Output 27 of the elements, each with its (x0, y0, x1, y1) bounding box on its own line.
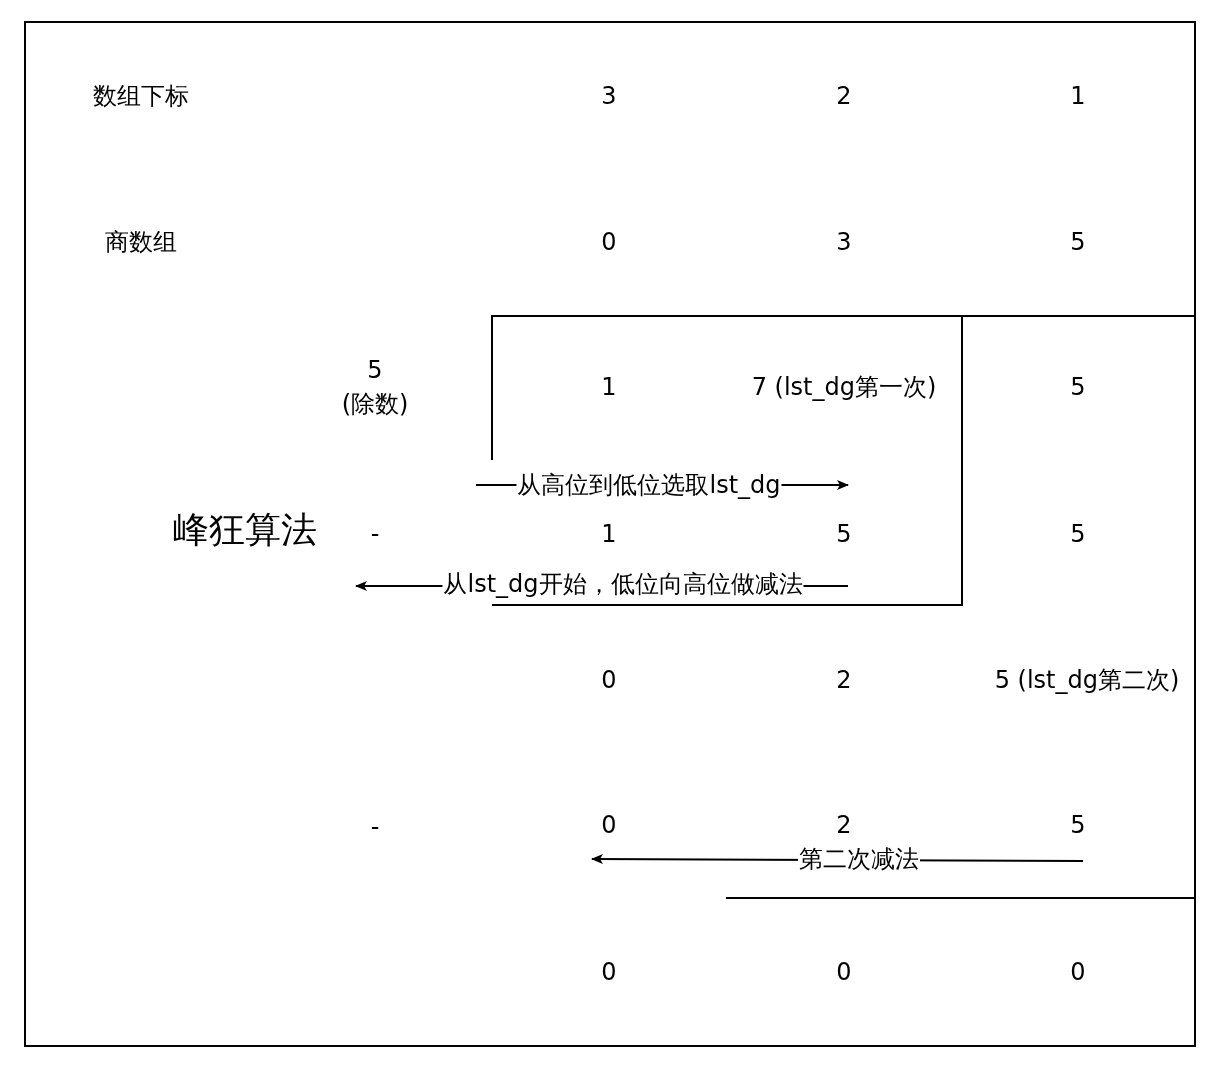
value-text: 3 (601, 81, 617, 113)
value-text: 5 (1070, 227, 1086, 259)
value-text: 3 (836, 227, 852, 259)
title-text: 峰狂算法 (173, 507, 317, 552)
value-text: 0 (601, 810, 617, 842)
value-text: - (370, 519, 380, 551)
value-text: 0 (601, 665, 617, 697)
value-text: 2 (836, 665, 852, 697)
row-label: 商数组 (105, 227, 177, 259)
value-text: 5 (除数) (340, 355, 410, 420)
value-text: 5 (lst_dg第二次) (993, 665, 1181, 697)
value-text: 2 (836, 810, 852, 842)
row-label: 数组下标 (93, 81, 189, 113)
value-text: 0 (601, 227, 617, 259)
value-text: 5 (836, 519, 852, 551)
value-text: 5 (1070, 519, 1086, 551)
value-text: 5 (1070, 372, 1086, 404)
value-text: 7 (lst_dg第一次) (750, 372, 938, 404)
value-text: 0 (601, 957, 617, 989)
value-text: 0 (1070, 957, 1086, 989)
value-text: 2 (836, 81, 852, 113)
value-text: 5 (1070, 810, 1086, 842)
value-text: - (370, 812, 380, 844)
value-text: 1 (601, 519, 617, 551)
value-text: 1 (601, 372, 617, 404)
value-text: 1 (1070, 81, 1086, 113)
value-text: 0 (836, 957, 852, 989)
